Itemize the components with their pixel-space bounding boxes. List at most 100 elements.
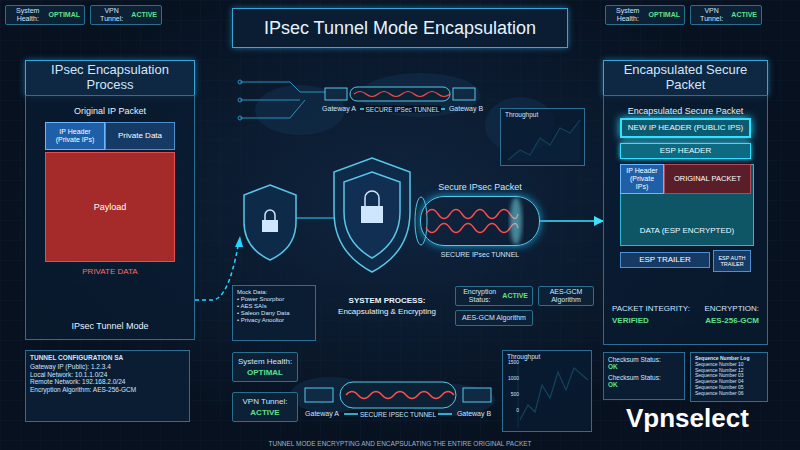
node-text: Secure IPsec Packet bbox=[401, 182, 559, 192]
node-text: System Health: bbox=[238, 357, 292, 366]
edge-label: SECURE IPSec TUNNEL bbox=[364, 106, 442, 113]
node-text: Local Network: 10.1.1.0/24 bbox=[30, 371, 107, 378]
node-text: VERIFIED bbox=[612, 316, 649, 325]
panel-header: Encapsulated Secure Packet bbox=[603, 60, 768, 96]
algorithm-box: AES-GCM Algorithm bbox=[455, 310, 533, 326]
node-text: Encapsulated Secure Packet bbox=[610, 63, 761, 93]
encrypted-data-box: DATA (ESP ENCRYPTED) IP Header (Private I… bbox=[620, 164, 754, 246]
tunnel-cylinder: Secure IPsec PacketSECURE IPsec TUNNEL bbox=[420, 196, 540, 246]
node-text: SECURE IPsec TUNNEL bbox=[401, 251, 559, 259]
node-text: ENCRYPTION: bbox=[704, 304, 759, 313]
node-text: Checksum Status: bbox=[608, 356, 661, 363]
node-text: System Health: bbox=[610, 7, 646, 23]
ip-header-box: IP Header (Private IPs) bbox=[45, 122, 105, 150]
status-badge: VPN Tunnel: ACTIVE bbox=[232, 392, 298, 422]
node-text: IP Header (Private IPs) bbox=[623, 167, 661, 191]
node-text: Throughput bbox=[505, 111, 538, 118]
node-text: OPTIMAL bbox=[649, 11, 681, 19]
node-text: PACKET INTEGRITY: bbox=[612, 304, 690, 313]
title-box: IPsec Tunnel Mode Encapsulation bbox=[232, 8, 568, 48]
node-text: IPsec Encapsulation Process bbox=[32, 63, 188, 93]
status-badge: VPN Tunnel:ACTIVE bbox=[690, 5, 762, 25]
status-badge: System Health:OPTIMAL bbox=[5, 5, 85, 25]
node-text: AES-256-GCM bbox=[705, 316, 759, 325]
axis-tick: 1500 bbox=[503, 360, 519, 366]
process-label: Encapsulating & Encrypting bbox=[322, 307, 452, 316]
axis-tick: 500 bbox=[503, 392, 519, 398]
node-text: • Privacy Anooltor bbox=[237, 317, 284, 324]
node-text: System Health: bbox=[10, 7, 46, 23]
title-text: IPsec Tunnel Mode Encapsulation bbox=[264, 18, 536, 39]
mock-data-box: Mock Data:• Power Snorpbor• AES SAIs• Sa… bbox=[232, 285, 316, 341]
gateway-label: Gateway A bbox=[300, 408, 344, 420]
trailer-box: ESP AUTH TRAILER bbox=[713, 250, 751, 272]
throughput-chart: Throughput bbox=[500, 108, 585, 166]
node-text: Checksum Status: bbox=[608, 374, 661, 381]
status-badge: VPN Tunnel:ACTIVE bbox=[90, 5, 162, 25]
node-text: ORIGINAL PACKET bbox=[674, 175, 741, 184]
axis-tick: 0 bbox=[503, 408, 519, 414]
packet-panel: Original IP PacketIPsec Tunnel Mode IP He… bbox=[25, 95, 195, 340]
node-text: • Power Snorpbor bbox=[237, 296, 284, 303]
gateway-label: Gateway B bbox=[452, 408, 496, 420]
node-text: VPN Tunnel: bbox=[243, 397, 288, 406]
node-text: • Saleon Dany Data bbox=[237, 310, 289, 317]
node-text: Mock Data: bbox=[237, 289, 267, 296]
node-text: NEW IP HEADER (PUBLIC IPS) bbox=[628, 123, 743, 132]
node-text: IP Header (Private IPs) bbox=[48, 128, 102, 144]
gateway-label: Gateway B bbox=[445, 103, 487, 115]
node-text: Original IP Packet bbox=[74, 106, 146, 116]
node-text: VPN Tunnel: bbox=[695, 7, 728, 23]
node-text: ACTIVE bbox=[502, 292, 528, 300]
gateway-label: Gateway A bbox=[318, 103, 360, 115]
node-text: Sequence Number 06 bbox=[695, 391, 744, 397]
node-text: Payload bbox=[94, 202, 127, 212]
node-text: Gateway A bbox=[305, 410, 339, 418]
node-text: ACTIVE bbox=[731, 11, 757, 19]
caption-text: TUNNEL MODE ENCRYPTING AND ENCAPSULATING… bbox=[150, 440, 650, 447]
node-text: Gateway IP (Public): 1.2.3.4 bbox=[30, 363, 111, 370]
node-text: ESP TRAILER bbox=[639, 255, 691, 264]
watermark: Vpnselect bbox=[626, 404, 786, 434]
node-text: • AES SAIs bbox=[237, 303, 267, 310]
node-text: AES-GCM Algorithm bbox=[543, 288, 589, 304]
config-table: TUNNEL CONFIGURATION SA Gateway IP (Publi… bbox=[25, 350, 190, 422]
data-box: Private Data bbox=[105, 122, 175, 150]
status-badge: Encryption Status:ACTIVE bbox=[455, 286, 533, 306]
status-badge: System Health:OPTIMAL bbox=[605, 5, 685, 25]
node-text: VPN Tunnel: bbox=[95, 7, 128, 23]
node-text: OPTIMAL bbox=[247, 368, 283, 377]
node-text: PRIVATE DATA bbox=[46, 267, 174, 276]
status-badge: System Health: OPTIMAL bbox=[232, 352, 298, 382]
connector bbox=[540, 220, 603, 222]
sequence-log: Sequence Number LogSequence Number 10Seq… bbox=[690, 352, 768, 402]
packet-panel: Encapsulated Secure PacketPACKET INTEGRI… bbox=[603, 95, 768, 345]
node-text: Encryption Algorithm: AES-256-GCM bbox=[30, 386, 136, 393]
node-text: ESP HEADER bbox=[660, 146, 711, 155]
original-packet-box: ORIGINAL PACKET bbox=[664, 164, 751, 194]
node-text: ESP AUTH TRAILER bbox=[716, 255, 748, 268]
node-text: OK bbox=[608, 381, 618, 388]
edge-label: SECURE IPSEC TUNNEL bbox=[358, 411, 438, 418]
trailer-box: ESP TRAILER bbox=[620, 252, 710, 268]
node-text: IPsec Tunnel Mode bbox=[26, 321, 194, 331]
node-text: Remote Network: 192.168.2.0/24 bbox=[30, 378, 125, 385]
node-text: Gateway B bbox=[457, 410, 491, 418]
node-text: Encryption Status: bbox=[460, 288, 499, 304]
checksum-box: Checksum Status:OKChecksum Status:OK bbox=[603, 352, 685, 400]
panel-header: IPsec Encapsulation Process bbox=[25, 60, 195, 96]
node-text: Gateway A bbox=[322, 105, 356, 113]
header-box: ESP HEADER bbox=[620, 143, 751, 159]
node-text: OPTIMAL bbox=[49, 11, 81, 19]
ip-header-box: IP Header (Private IPs) bbox=[620, 164, 664, 194]
node-text: Gateway B bbox=[449, 105, 483, 113]
algorithm-box: AES-GCM Algorithm bbox=[538, 286, 594, 306]
node-text: Encapsulated Secure Packet bbox=[628, 106, 744, 116]
node-text: TUNNEL CONFIGURATION SA bbox=[30, 354, 123, 361]
node-text: AES-GCM Algorithm bbox=[462, 314, 526, 322]
node-text: ACTIVE bbox=[250, 408, 279, 417]
process-label: SYSTEM PROCESS: bbox=[322, 296, 452, 305]
header-box: NEW IP HEADER (PUBLIC IPS) bbox=[620, 118, 751, 138]
node-text: Private Data bbox=[118, 131, 162, 140]
node-text: DATA (ESP ENCRYPTED) bbox=[640, 226, 735, 235]
